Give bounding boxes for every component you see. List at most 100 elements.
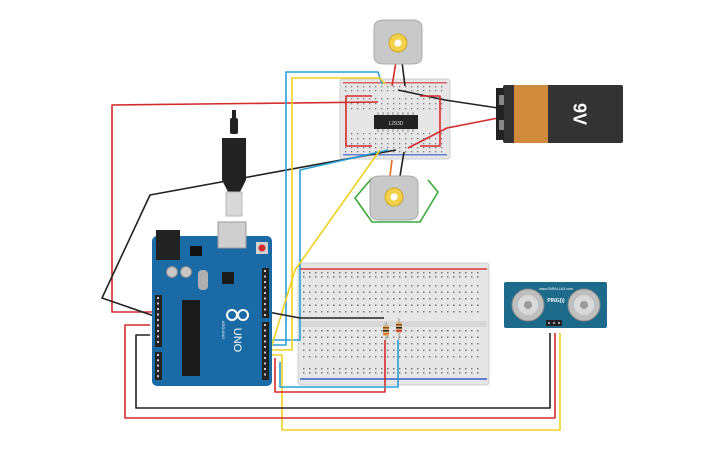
breadboard-hole <box>411 103 413 105</box>
breadboard-hole <box>429 349 431 351</box>
arduino-brand: ARDUINO <box>221 321 226 339</box>
wire-red-loop[interactable] <box>345 95 372 147</box>
breadboard-hole <box>465 311 467 313</box>
breadboard-hole <box>327 336 329 338</box>
breadboard-hole <box>375 304 377 306</box>
breadboard-hole <box>375 311 377 313</box>
wire-motor-bottom-red[interactable] <box>389 159 393 177</box>
breadboard-hole <box>264 368 266 370</box>
breadboard-hole <box>351 336 353 338</box>
wire-black-bottom[interactable] <box>135 333 551 409</box>
breadboard-hole <box>435 138 437 140</box>
breadboard-hole <box>435 291 437 293</box>
breadboard-hole <box>309 285 311 287</box>
breadboard-hole <box>315 272 317 274</box>
breadboard-hole <box>471 368 473 370</box>
breadboard-hole <box>381 330 383 332</box>
breadboard-hole <box>387 272 389 274</box>
breadboard-hole <box>477 368 479 370</box>
breadboard-hole <box>333 349 335 351</box>
breadboard-hole <box>333 291 335 293</box>
breadboard-hole <box>471 311 473 313</box>
ultrasonic-sensor[interactable]: www.PARALLAX.com PING))) <box>504 282 607 328</box>
breadboard-hole <box>393 343 395 345</box>
breadboard-hole <box>303 349 305 351</box>
breadboard-hole <box>477 285 479 287</box>
breadboard-hole <box>369 90 371 92</box>
breadboard-hole <box>327 356 329 358</box>
breadboard-hole <box>345 336 347 338</box>
breadboard-hole <box>441 311 443 313</box>
breadboard-hole <box>339 291 341 293</box>
breadboard-hole <box>157 308 159 310</box>
breadboard-hole <box>399 349 401 351</box>
wire-black-bb[interactable] <box>267 311 384 319</box>
breadboard-hole <box>423 276 425 278</box>
breadboard-hole <box>381 291 383 293</box>
breadboard-hole <box>423 304 425 306</box>
breadboard-hole <box>375 151 377 153</box>
breadboard-hole <box>429 311 431 313</box>
breadboard-hole <box>393 276 395 278</box>
breadboard-hole <box>471 336 473 338</box>
motor-bottom[interactable] <box>369 175 419 221</box>
breadboard-hole <box>357 272 359 274</box>
wire-yellow-1[interactable] <box>268 77 386 351</box>
wire-green-motor[interactable] <box>354 177 439 223</box>
wire-red-power[interactable] <box>111 101 379 313</box>
wire-red-bottom[interactable] <box>124 324 556 419</box>
breadboard-hole <box>435 343 437 345</box>
wire-blue-resistor[interactable] <box>279 340 399 388</box>
breadboard-hole <box>321 272 323 274</box>
breadboard-hole <box>417 298 419 300</box>
breadboard-hole <box>345 151 347 153</box>
wire-red-loop-2[interactable] <box>420 95 441 147</box>
breadboard-hole <box>471 372 473 374</box>
breadboard-hole <box>399 304 401 306</box>
wire-black-gnd[interactable] <box>101 149 397 319</box>
breadboard-hole <box>303 298 305 300</box>
breadboard-hole <box>441 368 443 370</box>
breadboard-hole <box>375 285 377 287</box>
breadboard-hole <box>315 368 317 370</box>
breadboard-hole <box>333 343 335 345</box>
wire-motor-top-black[interactable] <box>401 61 406 87</box>
motor-top[interactable] <box>373 19 423 65</box>
breadboard-hole <box>369 336 371 338</box>
wire-motor-bottom-black[interactable] <box>399 151 405 177</box>
breadboard-hole <box>375 330 377 332</box>
breadboard-hole <box>321 343 323 345</box>
breadboard-hole <box>429 291 431 293</box>
wire-battery-black[interactable] <box>397 89 499 109</box>
breadboard-hole <box>369 304 371 306</box>
breadboard-hole <box>351 372 353 374</box>
breadboard-hole <box>459 330 461 332</box>
wire-yellow-3[interactable] <box>267 149 381 359</box>
breadboard-hole <box>315 291 317 293</box>
wire-battery-red[interactable] <box>407 117 499 149</box>
breadboard-hole <box>387 298 389 300</box>
wire-red-resistor[interactable] <box>274 340 386 393</box>
breadboard-hole <box>363 90 365 92</box>
breadboard-hole <box>363 98 365 100</box>
breadboard-hole <box>441 330 443 332</box>
driver-chip[interactable]: L293D <box>374 112 418 132</box>
breadboard-hole <box>375 291 377 293</box>
battery[interactable]: 9V <box>496 85 623 143</box>
wire-blue-1[interactable] <box>268 71 383 346</box>
breadboard-hole <box>375 298 377 300</box>
breadboard-hole <box>423 349 425 351</box>
wire-blue-2[interactable] <box>268 149 389 341</box>
breadboard-hole <box>363 343 365 345</box>
breadboard-hole <box>381 336 383 338</box>
wire-yellow-2[interactable] <box>268 333 561 431</box>
breadboard-hole <box>417 138 419 140</box>
breadboard-hole <box>453 285 455 287</box>
usb-cable[interactable] <box>222 110 246 217</box>
breadboard-hole <box>345 349 347 351</box>
resistors[interactable] <box>383 318 402 340</box>
breadboard-hole <box>303 276 305 278</box>
wire-motor-top-red[interactable] <box>391 61 397 87</box>
large-breadboard[interactable] <box>297 262 490 386</box>
arduino-board[interactable]: UNO ARDUINO <box>152 221 272 386</box>
